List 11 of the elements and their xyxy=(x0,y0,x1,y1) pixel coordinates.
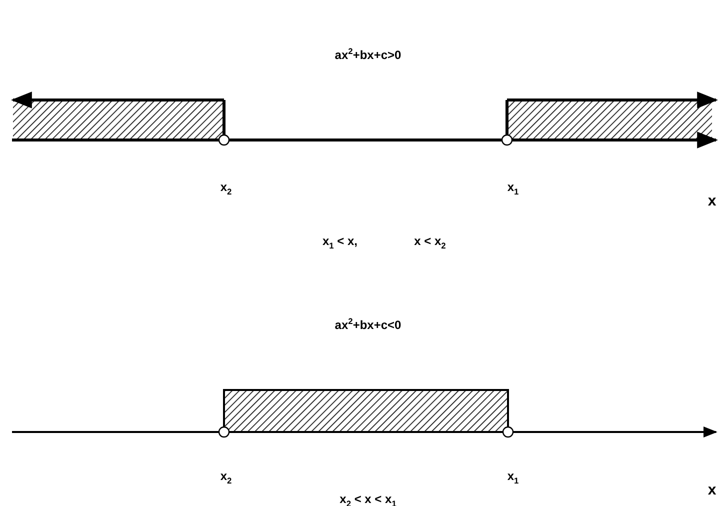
solution-text: x < x$_{2}$ xyxy=(414,234,446,248)
axis-label: x$_{1}$ xyxy=(507,469,519,483)
solution-text: x$_{1}$ < x, xyxy=(322,234,358,248)
axis-label: x xyxy=(708,482,716,498)
inequality-heading: ax$^{2}$+bx+c<0 xyxy=(334,318,402,332)
axis-label: x$_{2}$ xyxy=(220,469,232,483)
axis-label: x$_{2}$ xyxy=(220,180,232,194)
axis-label: x xyxy=(708,192,716,210)
axis-label: x$_{1}$ xyxy=(507,180,519,194)
inequality-heading: ax$^{2}$+bx+c>0 xyxy=(334,48,402,62)
solution-text: x$_{2}$ < x < x$_{1}$ xyxy=(340,492,396,506)
